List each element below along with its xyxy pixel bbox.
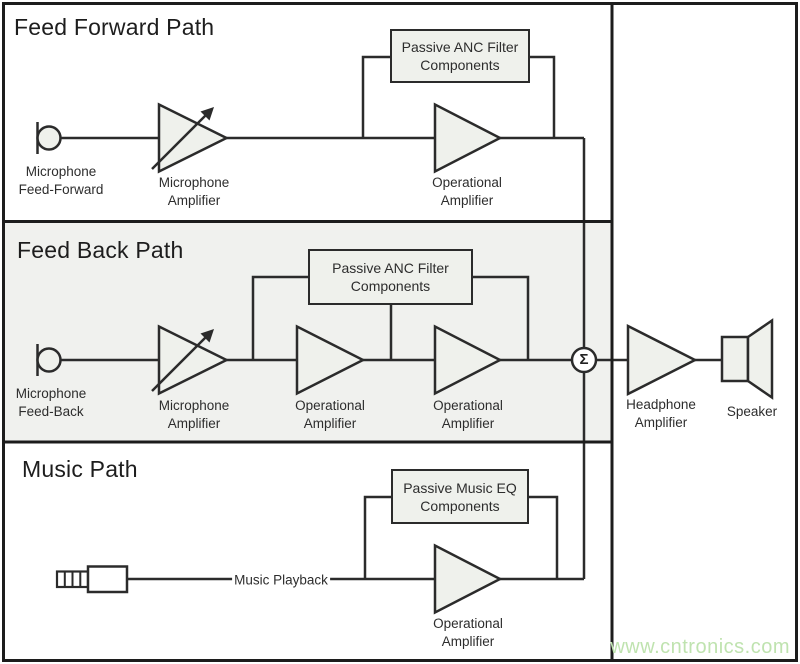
headphone-amplifier-label: Headphone Amplifier: [626, 397, 696, 430]
ff-mic-amplifier-label: Microphone Amplifier: [158, 175, 230, 208]
ff-filter-wire-left: [361, 55, 392, 138]
fb-op-amplifier-1-label: Operational Amplifier: [295, 398, 365, 431]
music-passive-eq-box: Passive Music EQ Components: [391, 469, 529, 524]
speaker-icon: [720, 318, 774, 400]
fb-operational-amplifier-1-icon: [295, 324, 366, 396]
audio-jack-icon: [55, 565, 129, 594]
fb-filter-wire-left: [251, 275, 310, 360]
mic-capsule: [36, 347, 62, 373]
gain-arrow-head: [200, 329, 214, 343]
music-op-amplifier-label: Operational Amplifier: [433, 616, 503, 649]
ff-operational-amplifier-icon: [433, 102, 503, 174]
gain-arrow-shaft: [151, 113, 208, 170]
headphone-amplifier-icon: [626, 323, 698, 397]
microphone-feed-back-icon: [36, 344, 62, 376]
music-playback-label: Music Playback: [232, 572, 330, 588]
cntronics-watermark: www.cntronics.com: [610, 636, 790, 658]
summing-junction-icon: [570, 346, 598, 374]
amp-triangle: [157, 102, 230, 174]
fb-passive-anc-filter-label: Passive ANC Filter Components: [332, 260, 449, 294]
fb-passive-anc-filter-box: Passive ANC Filter Components: [308, 249, 473, 305]
mic-feed-back-label: Microphone Feed-Back: [15, 386, 87, 419]
fb-microphone-amplifier-icon: [151, 324, 230, 396]
ff-op-amplifier-label: Operational Amplifier: [432, 175, 502, 208]
music-path-title: Music Path: [22, 456, 138, 482]
speaker-label: Speaker: [726, 404, 778, 419]
gain-arrow-head: [200, 107, 214, 121]
jack-rings: [63, 571, 82, 587]
ff-filter-wire-right: [528, 55, 556, 138]
mic-feed-forward-label: Microphone Feed-Forward: [18, 164, 104, 197]
gain-arrow-shaft: [151, 335, 208, 392]
ff-passive-anc-filter-label: Passive ANC Filter Components: [401, 39, 519, 73]
microphone-feed-forward-icon: [36, 122, 62, 154]
speaker-cone: [746, 318, 774, 400]
sum-symbol: Σ: [579, 351, 589, 369]
fb-filter-wire-right: [471, 275, 530, 360]
jack-body: [86, 565, 129, 594]
fb-op-amplifier-2-label: Operational Amplifier: [433, 398, 503, 431]
music-operational-amplifier-icon: [433, 543, 503, 615]
signal-wires: [60, 55, 722, 581]
music-eq-wire-right: [527, 495, 559, 579]
feed-forward-path-title: Feed Forward Path: [14, 14, 215, 40]
ff-passive-anc-filter-box: Passive ANC Filter Components: [390, 29, 530, 83]
feed-back-path-title: Feed Back Path: [17, 237, 184, 263]
fb-mic-amplifier-label: Microphone Amplifier: [158, 398, 230, 431]
fb-operational-amplifier-2-icon: [433, 324, 503, 396]
music-eq-wire-left: [363, 495, 393, 579]
ff-microphone-amplifier-icon: [151, 102, 230, 174]
mic-capsule: [36, 125, 62, 151]
amp-triangle: [157, 324, 230, 396]
music-passive-eq-label: Passive Music EQ Components: [403, 479, 517, 514]
speaker-driver: [720, 335, 750, 383]
